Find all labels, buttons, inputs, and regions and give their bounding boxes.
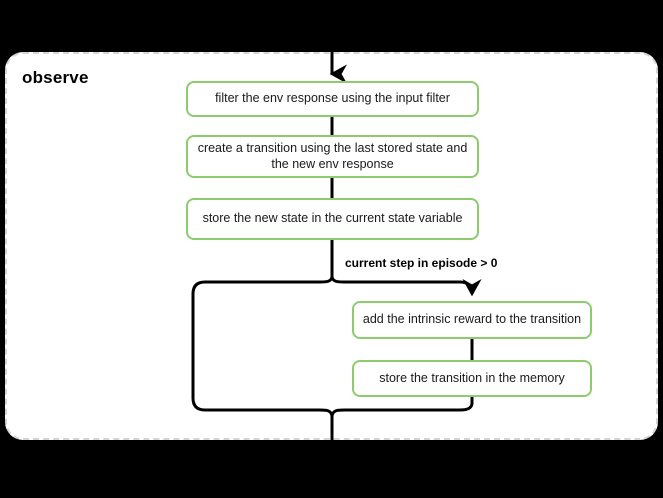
- node-label: store the transition in the memory: [379, 370, 565, 385]
- node-store-transition-memory[interactable]: store the transition in the memory: [352, 360, 592, 397]
- node-add-intrinsic-reward[interactable]: add the intrinsic reward to the transiti…: [352, 301, 592, 339]
- node-filter-env-response[interactable]: filter the env response using the input …: [186, 81, 479, 117]
- node-store-new-state[interactable]: store the new state in the current state…: [186, 198, 479, 240]
- node-create-transition[interactable]: create a transition using the last store…: [186, 135, 479, 178]
- node-label: filter the env response using the input …: [215, 91, 450, 106]
- group-title-observe: observe: [22, 68, 89, 87]
- edge-label-condition: current step in episode > 0: [345, 256, 498, 270]
- node-label: store the new state in the current state…: [202, 211, 463, 226]
- node-label: add the intrinsic reward to the transiti…: [362, 312, 582, 327]
- node-label: create a transition using the last store…: [197, 140, 468, 171]
